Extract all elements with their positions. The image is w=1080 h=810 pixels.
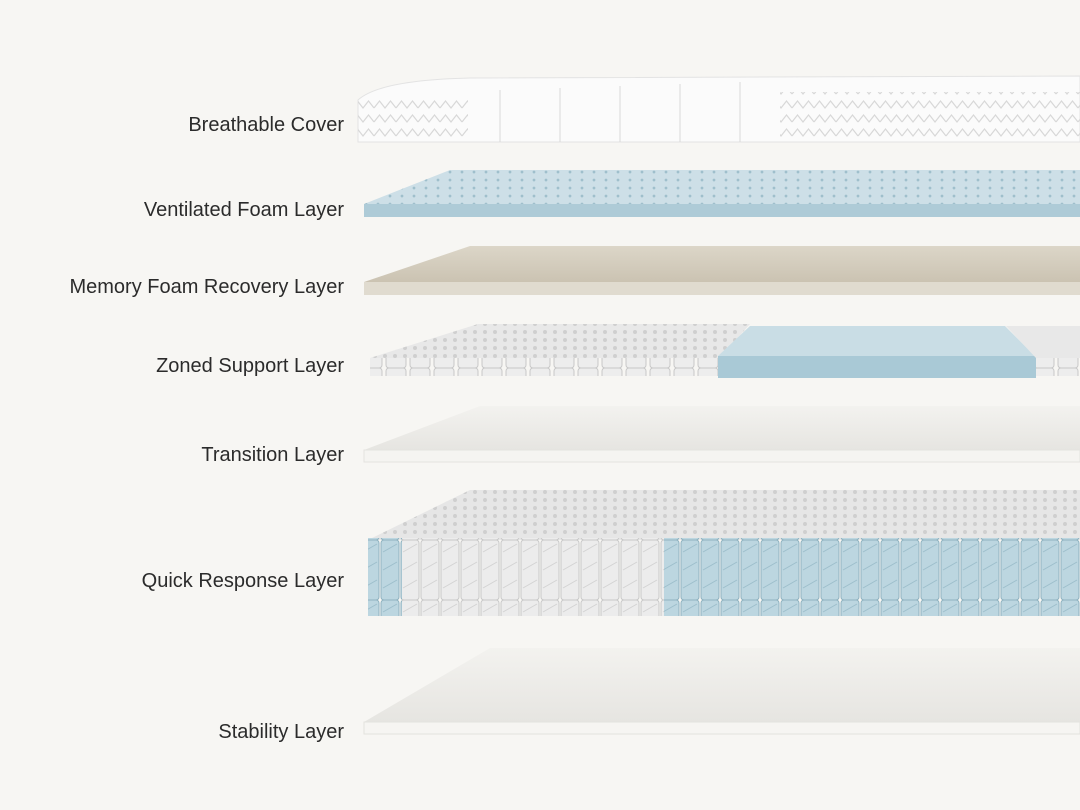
label-zoned-support-layer: Zoned Support Layer — [156, 355, 344, 377]
ventilated-foam-layer — [364, 170, 1080, 217]
label-stability-layer: Stability Layer — [218, 721, 344, 743]
label-transition-layer: Transition Layer — [201, 444, 344, 466]
label-memory-foam-recovery-layer: Memory Foam Recovery Layer — [69, 276, 344, 298]
label-quick-response-layer: Quick Response Layer — [141, 570, 344, 592]
memory-foam-recovery-layer — [364, 246, 1080, 295]
quick-response-layer — [368, 490, 1080, 616]
stability-layer — [363, 648, 1080, 735]
breathable-cover-layer — [357, 75, 1080, 143]
transition-layer — [363, 406, 1080, 463]
zoned-support-layer — [370, 324, 1080, 378]
label-ventilated-foam-layer: Ventilated Foam Layer — [143, 199, 344, 221]
label-breathable-cover: Breathable Cover — [188, 114, 344, 136]
